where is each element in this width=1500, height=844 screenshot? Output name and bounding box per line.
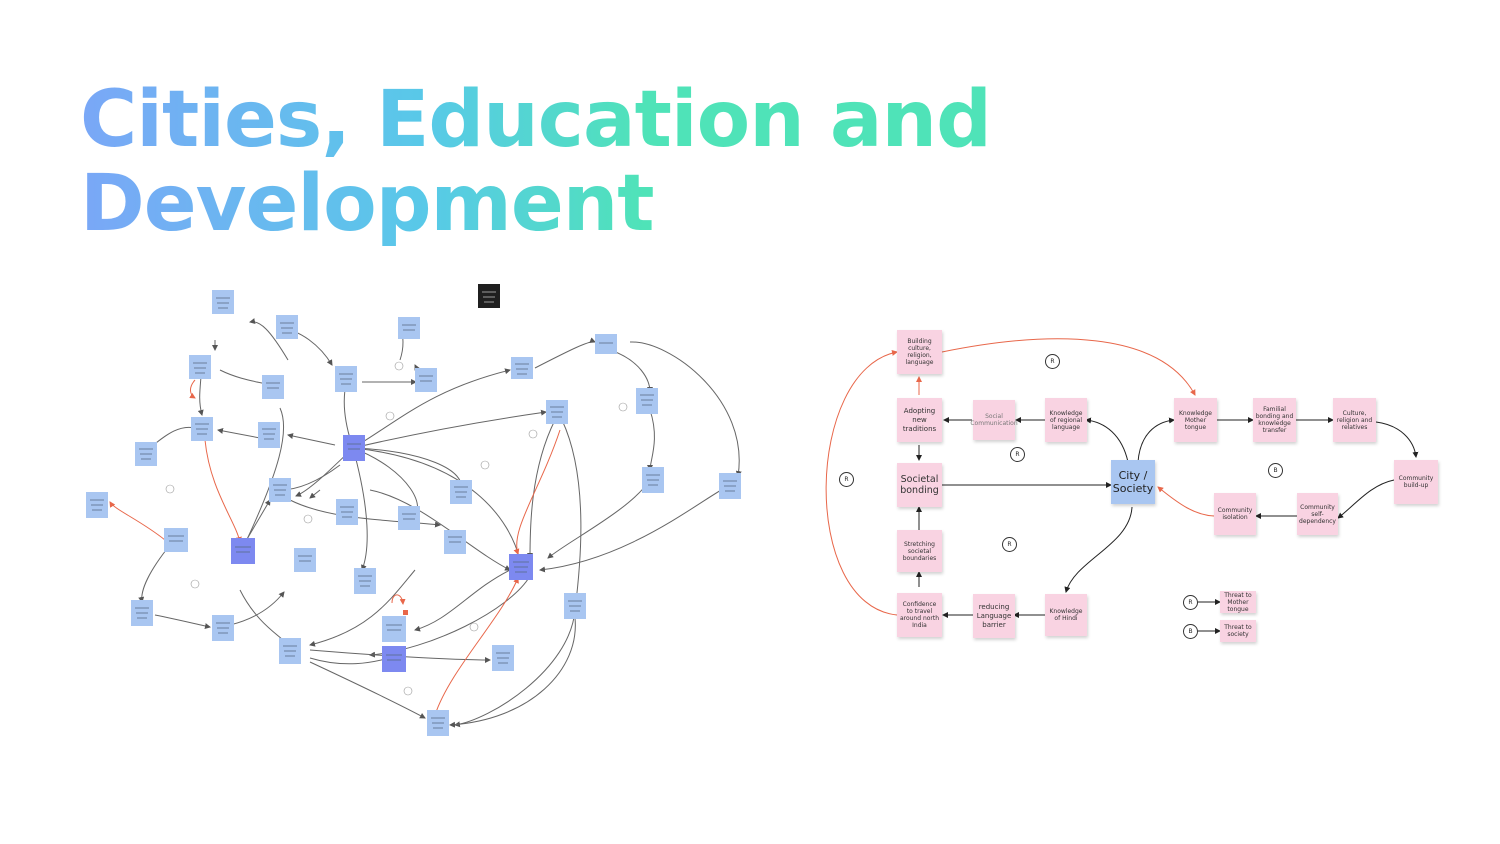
note-community-build-up: Community build-up [1394, 460, 1438, 504]
loop-marker-mid: R [1010, 447, 1025, 462]
note-confidence-travel: Confidence to travel around north India [897, 593, 942, 637]
right-loop-links [825, 338, 1419, 634]
legend-label-threat-society: Threat to society [1220, 620, 1256, 642]
note-adopting-traditions: Adopting new traditions [897, 398, 942, 442]
loop-marker-lower: R [1002, 537, 1017, 552]
title-line-1: Cities, Education and [80, 75, 991, 165]
legend-label-threat-mother-tongue: Threat to Mother tongue [1220, 591, 1256, 613]
left-map-text-marks [90, 291, 737, 729]
note-societal-bonding: Societal bonding [897, 463, 942, 507]
note-stretching-boundaries: Stretching societal boundaries [897, 530, 942, 572]
left-map-loop-markers [165, 361, 628, 696]
left-map-notes [86, 284, 741, 736]
note-city-society: City / Society [1111, 460, 1155, 504]
left-map-links [138, 317, 742, 728]
left-map-accent-links [109, 379, 561, 716]
note-social-communication: Social Communication [970, 400, 1018, 440]
note-community-isolation: Community isolation [1214, 493, 1256, 535]
note-community-self-dependency: Community self-dependency [1297, 493, 1338, 535]
note-knowledge-hindi: Knowledge of Hindi [1045, 594, 1087, 636]
note-regional-language: Knowledge of regional language [1045, 398, 1087, 442]
legend-symbol-b: B [1183, 624, 1198, 639]
slide-title: Cities, Education and Development [80, 78, 991, 246]
title-line-2: Development [80, 159, 654, 249]
loop-marker-top: R [1045, 354, 1060, 369]
note-familial-bonding: Familial bonding and knowledge transfer [1253, 398, 1296, 442]
causal-loop-right: Building culture, religion, language Ado… [800, 310, 1480, 670]
loop-marker-right: B [1268, 463, 1283, 478]
loop-marker-left: R [839, 472, 854, 487]
note-mother-tongue: Knowledge Mother tongue [1174, 398, 1217, 442]
note-reducing-language-barrier: reducing Language barrier [973, 594, 1015, 638]
note-culture-religion-relatives: Culture, religion and relatives [1333, 398, 1376, 442]
note-building-culture: Building culture, religion, language [897, 330, 942, 374]
legend-symbol-r: R [1183, 595, 1198, 610]
causal-map-left [86, 284, 742, 736]
